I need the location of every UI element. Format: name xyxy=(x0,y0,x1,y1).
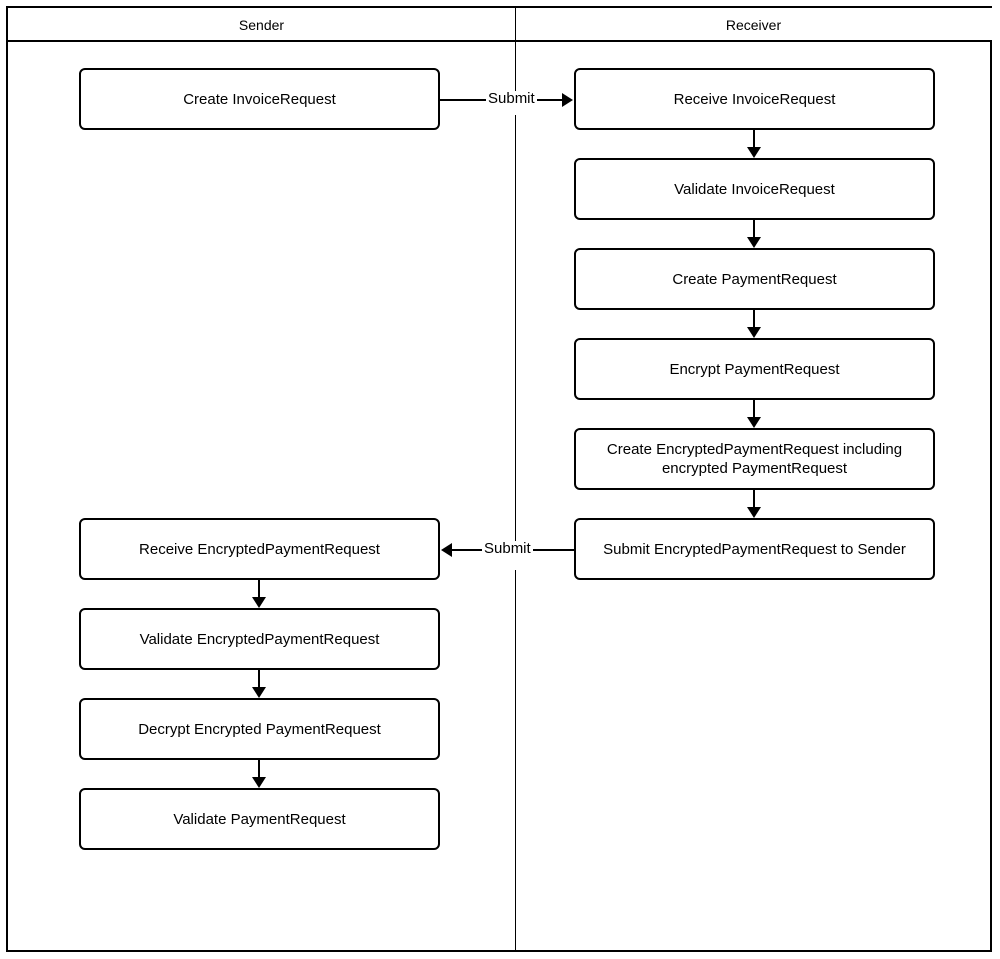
flow-create-to-encrypt-paymentrequest xyxy=(753,310,755,330)
task-create-encryptedpaymentrequest[interactable]: Create EncryptedPaymentRequest including… xyxy=(574,428,935,490)
flow-receive-to-validate-encryptedpaymentrequest xyxy=(258,580,260,600)
task-create-invoicerequest[interactable]: Create InvoiceRequest xyxy=(79,68,440,130)
task-encrypt-paymentrequest[interactable]: Encrypt PaymentRequest xyxy=(574,338,935,400)
lane-header-receiver: Receiver xyxy=(515,8,992,42)
task-create-paymentrequest[interactable]: Create PaymentRequest xyxy=(574,248,935,310)
flow-decrypt-to-validate-paymentrequest xyxy=(258,760,260,780)
arrowhead-decrypt-to-validate-paymentrequest xyxy=(252,777,266,788)
flow-label-submit-invoicerequest: Submit xyxy=(486,90,537,107)
arrowhead-submit-invoicerequest xyxy=(562,93,573,107)
task-receive-encryptedpaymentrequest[interactable]: Receive EncryptedPaymentRequest xyxy=(79,518,440,580)
swimlane-pool: Sender Receiver Create InvoiceRequest Re… xyxy=(6,6,992,952)
arrowhead-encrypt-to-create-encryptedpaymentrequest xyxy=(747,417,761,428)
arrowhead-submit-encryptedpaymentrequest xyxy=(441,543,452,557)
arrowhead-receive-to-validate-invoicerequest xyxy=(747,147,761,158)
flow-encrypt-to-create-encryptedpaymentrequest xyxy=(753,400,755,420)
arrowhead-create-encryptedpaymentrequest-to-submit xyxy=(747,507,761,518)
lane-divider-segment-middle xyxy=(515,115,516,543)
lane-divider-segment-bottom xyxy=(515,570,516,950)
task-validate-invoicerequest[interactable]: Validate InvoiceRequest xyxy=(574,158,935,220)
task-validate-encryptedpaymentrequest[interactable]: Validate EncryptedPaymentRequest xyxy=(79,608,440,670)
task-decrypt-encrypted-paymentrequest[interactable]: Decrypt Encrypted PaymentRequest xyxy=(79,698,440,760)
arrowhead-validate-invoicerequest-to-create-paymentrequest xyxy=(747,237,761,248)
arrowhead-receive-to-validate-encryptedpaymentrequest xyxy=(252,597,266,608)
flow-label-submit-encryptedpaymentrequest: Submit xyxy=(482,540,533,557)
flow-validate-invoicerequest-to-create-paymentrequest xyxy=(753,220,755,240)
task-submit-encryptedpaymentrequest-to-sender[interactable]: Submit EncryptedPaymentRequest to Sender xyxy=(574,518,935,580)
flow-create-encryptedpaymentrequest-to-submit xyxy=(753,490,755,510)
arrowhead-validate-encryptedpaymentrequest-to-decrypt xyxy=(252,687,266,698)
task-receive-invoicerequest[interactable]: Receive InvoiceRequest xyxy=(574,68,935,130)
arrowhead-create-to-encrypt-paymentrequest xyxy=(747,327,761,338)
lane-divider-segment-top xyxy=(515,8,516,98)
task-validate-paymentrequest[interactable]: Validate PaymentRequest xyxy=(79,788,440,850)
flow-receive-to-validate-invoicerequest xyxy=(753,130,755,150)
flow-validate-encryptedpaymentrequest-to-decrypt xyxy=(258,670,260,690)
lane-header-sender: Sender xyxy=(8,8,515,42)
